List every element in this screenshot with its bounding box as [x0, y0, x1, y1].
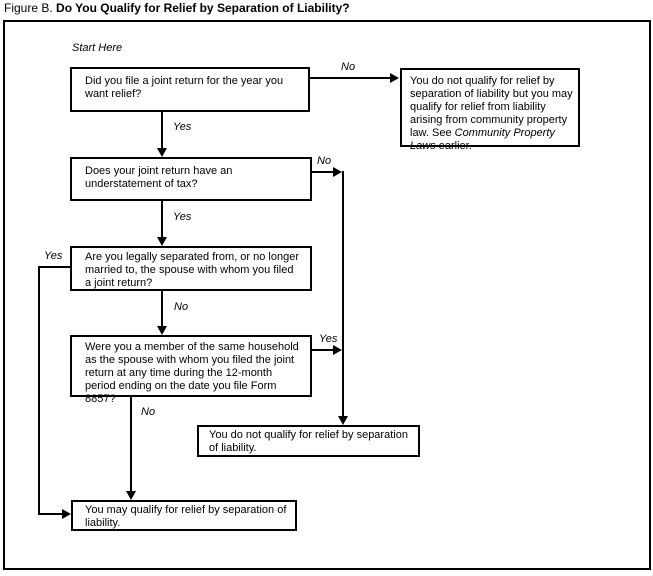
- decision-box-joint-return: Did you file a joint return for the year…: [70, 67, 310, 112]
- community-property-text: You do not qualify for relief by separat…: [410, 75, 573, 139]
- edge-label-joint-return-yes: Yes: [173, 121, 192, 133]
- decision-box-legally-separated: Are you legally separated from, or no lo…: [70, 246, 312, 291]
- connector-same-household-yes: [312, 349, 334, 351]
- connector-legally-separated-no: [161, 291, 163, 327]
- decision-box-understatement: Does your joint return have an understat…: [70, 157, 312, 201]
- arrowhead-right-icon: [333, 345, 342, 355]
- arrowhead-down-icon: [338, 416, 348, 425]
- edge-label-same-household-no: No: [141, 406, 156, 418]
- arrowhead-down-icon: [126, 491, 136, 500]
- connector-same-household-no: [130, 397, 132, 492]
- connector-left-rail-to-box: [38, 513, 63, 515]
- arrowhead-down-icon: [157, 148, 167, 157]
- community-property-italic-ref: Community Property Laws: [410, 127, 555, 152]
- connector-legally-separated-yes-h: [38, 266, 70, 268]
- connector-joint-return-yes: [161, 112, 163, 149]
- connector-left-rail: [38, 266, 40, 515]
- figure-title-main: Do You Qualify for Relief by Separation …: [56, 1, 350, 15]
- edge-label-understatement-no: No: [317, 155, 332, 167]
- decision-box-same-household: Were you a member of the same household …: [70, 335, 312, 405]
- arrowhead-right-icon: [390, 73, 399, 83]
- community-property-text-after: earlier.: [435, 140, 472, 152]
- outcome-box-community-property: You do not qualify for relief by separat…: [400, 68, 580, 152]
- connector-right-rail: [342, 171, 344, 417]
- start-here-label: Start Here: [72, 42, 123, 54]
- connector-understatement-yes: [161, 201, 163, 238]
- edge-label-understatement-yes: Yes: [173, 211, 192, 223]
- outcome-box-may-qualify: You may qualify for relief by separation…: [71, 500, 297, 531]
- connector-joint-return-no: [310, 77, 390, 79]
- arrowhead-down-icon: [157, 326, 167, 335]
- arrowhead-right-icon: [62, 509, 71, 519]
- edge-label-joint-return-no: No: [341, 61, 356, 73]
- edge-label-legally-separated-yes: Yes: [44, 250, 63, 262]
- arrowhead-down-icon: [157, 237, 167, 246]
- connector-understatement-no: [312, 171, 334, 173]
- outcome-box-not-qualify: You do not qualify for relief by separat…: [197, 425, 420, 457]
- figure-title-prefix: Figure B.: [4, 1, 57, 15]
- edge-label-legally-separated-no: No: [174, 301, 189, 313]
- arrowhead-right-icon: [333, 167, 342, 177]
- figure-title: Figure B. Do You Qualify for Relief by S…: [4, 1, 350, 15]
- edge-label-same-household-yes: Yes: [319, 333, 338, 345]
